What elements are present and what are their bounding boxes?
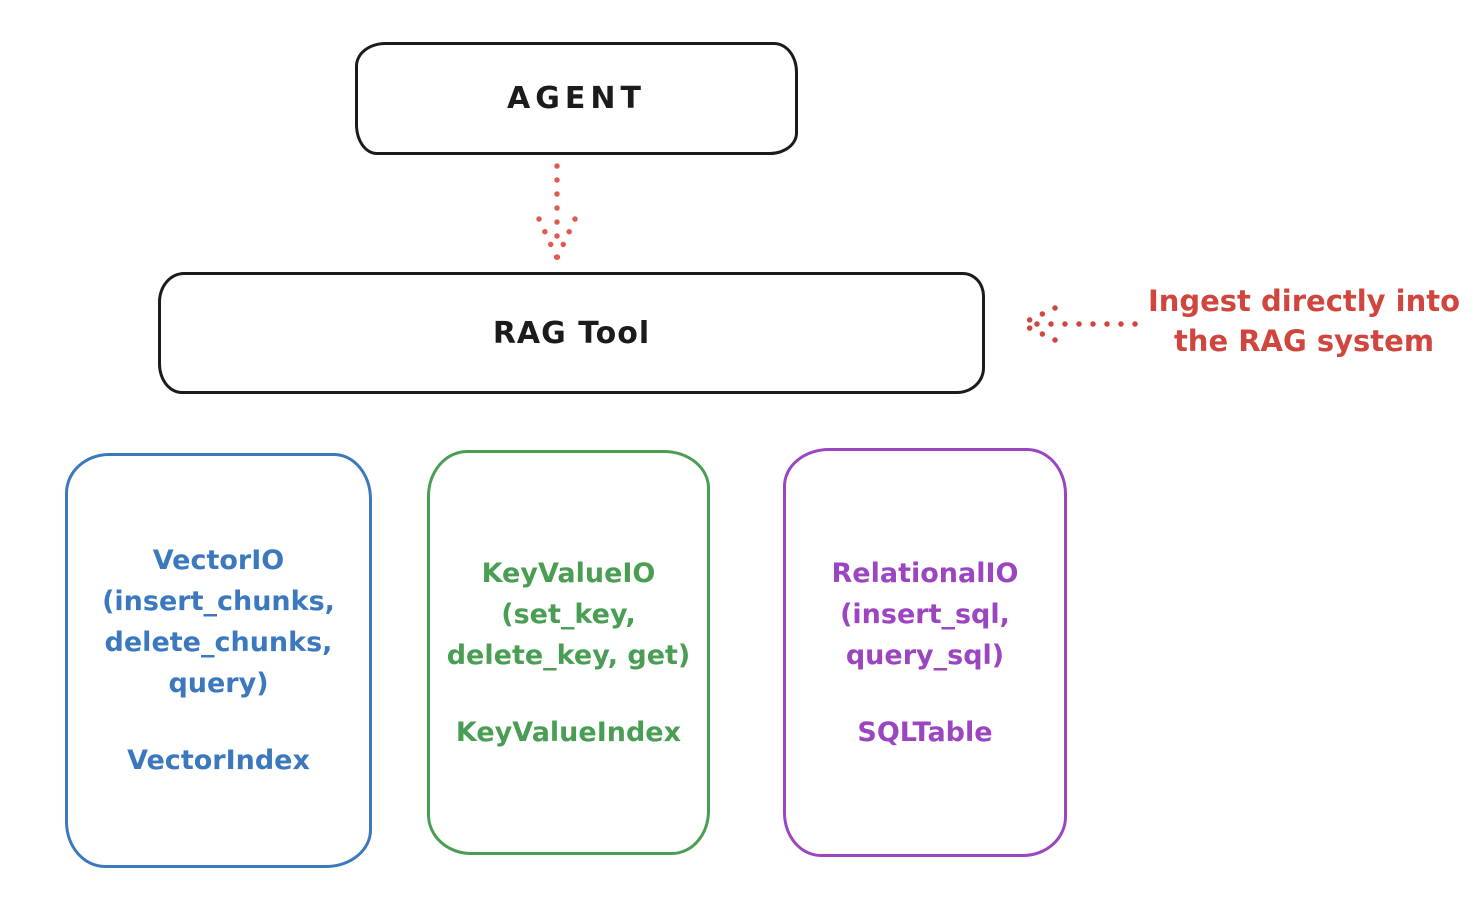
card-vector-io-text: VectorIO (insert_chunks, delete_chunks, … [102, 540, 335, 781]
card-title-line: query_sql) [845, 639, 1005, 671]
rag-tool-node-label: RAG Tool [492, 315, 651, 351]
card-title-line: (insert_chunks, [102, 586, 335, 617]
card-title-line: delete_chunks, [104, 627, 333, 658]
card-title-line: (insert_sql, [840, 598, 1010, 630]
card-gap [102, 704, 335, 740]
card-index-label: SQLTable [857, 716, 993, 748]
card-title-line: delete_key, get) [446, 639, 691, 671]
card-index-label: KeyValueIndex [455, 716, 682, 748]
ingest-annotation-line2: the RAG system [1173, 324, 1435, 358]
card-title-line: query) [168, 668, 269, 699]
card-index-label: VectorIndex [127, 745, 310, 776]
ingest-annotation: Ingest directly into the RAG system [1136, 281, 1472, 361]
card-title-line: (set_key, [501, 598, 636, 630]
card-relational-io: RelationalIO (insert_sql, query_sql) SQL… [783, 448, 1067, 857]
card-relational-io-text: RelationalIO (insert_sql, query_sql) SQL… [832, 553, 1019, 753]
dotted-arrow-down-icon [536, 163, 578, 261]
card-keyvalue-io-text: KeyValueIO (set_key, delete_key, get) Ke… [447, 553, 691, 753]
rag-tool-node: RAG Tool [158, 272, 985, 394]
card-title-line: KeyValueIO [481, 557, 656, 589]
ingest-annotation-line1: Ingest directly into [1147, 284, 1461, 318]
agent-node-label: AGENT [507, 81, 646, 116]
card-title-line: VectorIO [152, 545, 285, 576]
card-gap [832, 676, 1019, 712]
agent-node: AGENT [355, 42, 798, 155]
dotted-arrow-left-icon [1018, 305, 1138, 343]
card-vector-io: VectorIO (insert_chunks, delete_chunks, … [65, 453, 372, 868]
card-gap [447, 676, 691, 712]
card-title-line: RelationalIO [831, 557, 1019, 589]
card-keyvalue-io: KeyValueIO (set_key, delete_key, get) Ke… [427, 450, 710, 855]
